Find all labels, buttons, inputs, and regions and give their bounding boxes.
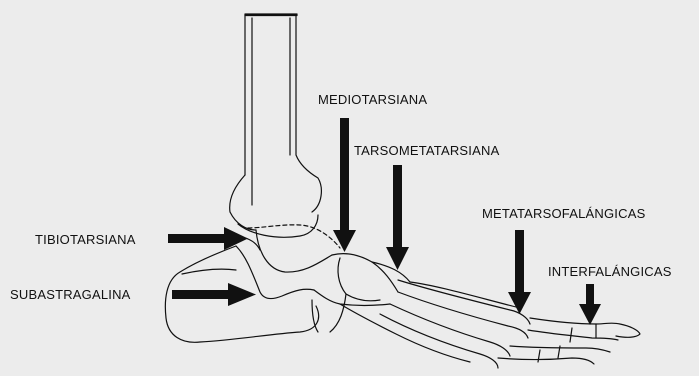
label-subastragalina: SUBASTRAGALINA: [10, 288, 131, 302]
arrow-right-icon: [172, 283, 256, 306]
arrow-down-icon: [579, 284, 601, 325]
label-mediotarsiana: MEDIOTARSIANA: [318, 93, 427, 107]
label-interfalangicas: INTERFALÁNGICAS: [548, 265, 672, 279]
tibia-shaft: [230, 14, 322, 230]
arrow-down-icon: [386, 165, 409, 270]
label-tarsometatarsiana: TARSOMETATARSIANA: [354, 144, 499, 158]
arrow-down-icon: [508, 230, 531, 314]
talus: [236, 215, 340, 272]
metatarsals: [340, 280, 530, 368]
phalanges: [498, 318, 640, 364]
label-tibiotarsiana: TIBIOTARSIANA: [35, 233, 136, 247]
label-metatarsofalangicas: METATARSOFALÁNGICAS: [482, 207, 645, 221]
arrow-down-icon: [333, 118, 356, 252]
